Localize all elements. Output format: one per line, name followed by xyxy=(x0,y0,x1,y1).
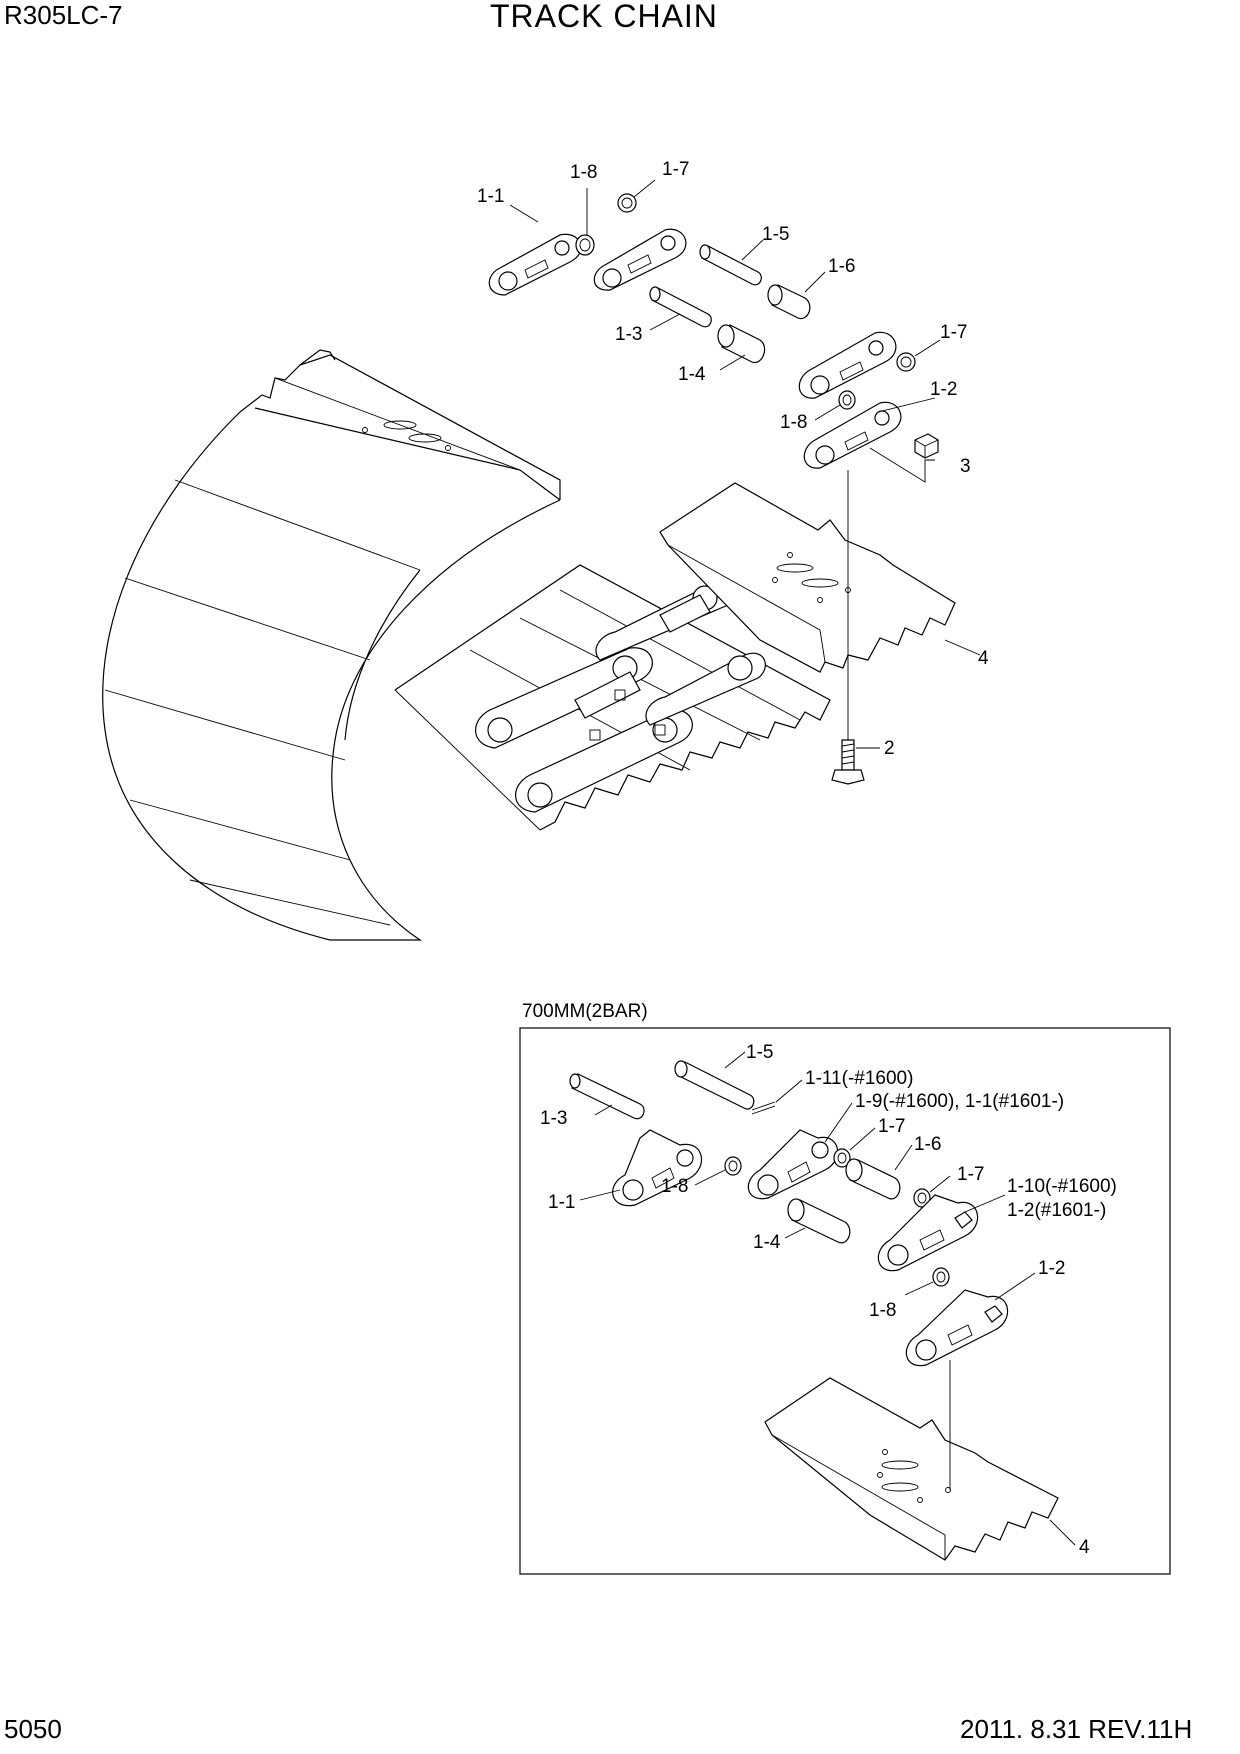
inset-link-1-9 xyxy=(747,1129,839,1200)
shoe-plate-4 xyxy=(659,482,956,673)
label-1-8-top: 1-8 xyxy=(570,162,597,183)
inset-bushing-1-4 xyxy=(787,1198,851,1244)
label-1-2: 1-2 xyxy=(930,379,957,400)
pin-1-5 xyxy=(699,244,762,286)
nut-3 xyxy=(914,433,939,459)
label-1-7-top: 1-7 xyxy=(662,159,689,180)
revision-date: 2011. 8.31 REV.11H xyxy=(960,1714,1193,1744)
inset-frame xyxy=(519,1027,1171,1575)
inset-seal-1-8-b xyxy=(932,1267,950,1287)
inset-pin-1-5 xyxy=(674,1060,755,1110)
inset-label-1-1: 1-1 xyxy=(548,1192,575,1213)
label-1-8-right: 1-8 xyxy=(780,412,807,433)
inset-link-1-2 xyxy=(905,1289,1009,1367)
inset-cotter-pin-1-11 xyxy=(751,1101,776,1115)
page-number: 5050 xyxy=(4,1714,62,1744)
inset-label-1-10: 1-10(-#1600) xyxy=(1007,1176,1117,1197)
inset-link-1-10 xyxy=(877,1194,979,1272)
leader-lines-inset xyxy=(579,1051,1076,1546)
inset-link-1-1 xyxy=(612,1129,703,1207)
seal-1-8-right xyxy=(838,390,856,410)
inset-label-1-7-b: 1-7 xyxy=(957,1164,984,1185)
label-4: 4 xyxy=(978,648,989,669)
inset-label-1-2: 1-2 xyxy=(1038,1258,1065,1279)
bolt-2 xyxy=(831,739,865,785)
label-1-1: 1-1 xyxy=(477,186,504,207)
model-number: R305LC-7 xyxy=(4,0,123,30)
inset-shoe-plate-4 xyxy=(764,1377,1059,1561)
inset-seal-1-7-b xyxy=(913,1188,931,1208)
inset-seal-1-7-a xyxy=(833,1148,851,1168)
label-1-5: 1-5 xyxy=(762,224,789,245)
label-1-7-right: 1-7 xyxy=(940,322,967,343)
link-upper-right xyxy=(593,228,687,291)
label-2: 2 xyxy=(884,738,895,759)
inset-label-1-2-alt: 1-2(#1601-) xyxy=(1007,1200,1106,1221)
inset-bushing-1-6 xyxy=(845,1158,901,1200)
inset-label-4: 4 xyxy=(1079,1537,1090,1558)
inset-seal-1-8-a xyxy=(724,1156,742,1176)
link-1-1 xyxy=(488,233,582,296)
link-mid-right xyxy=(798,331,897,399)
page-title: TRACK CHAIN xyxy=(490,0,718,34)
label-3: 3 xyxy=(960,456,971,477)
inset-pin-1-3 xyxy=(569,1073,645,1120)
assembled-chain xyxy=(475,577,766,813)
track-shoe-assembly xyxy=(102,349,831,941)
pin-1-3 xyxy=(649,286,712,328)
leader-lines-main xyxy=(509,179,981,749)
inset-label-1-6: 1-6 xyxy=(914,1134,941,1155)
bushing-1-4 xyxy=(717,324,766,364)
inset-label-1-9: 1-9(-#1600), 1-1(#1601-) xyxy=(855,1091,1064,1112)
inset-label-1-5: 1-5 xyxy=(746,1042,773,1063)
inset-caption: 700MM(2BAR) xyxy=(522,1001,648,1022)
seal-1-8-top xyxy=(575,234,595,256)
inset-label-1-3: 1-3 xyxy=(540,1108,567,1129)
bushing-1-6 xyxy=(767,284,811,320)
seal-1-7-top xyxy=(617,193,637,213)
seal-1-7-right xyxy=(896,352,916,372)
label-1-6: 1-6 xyxy=(828,256,855,277)
label-1-3: 1-3 xyxy=(615,324,642,345)
inset-label-1-4: 1-4 xyxy=(753,1232,781,1253)
label-1-4: 1-4 xyxy=(678,364,706,385)
inset-label-1-7-a: 1-7 xyxy=(878,1116,905,1137)
inset-label-1-8-b: 1-8 xyxy=(869,1300,896,1321)
inset-label-1-11: 1-11(-#1600) xyxy=(805,1068,913,1089)
inset-label-1-8-a: 1-8 xyxy=(661,1176,688,1197)
